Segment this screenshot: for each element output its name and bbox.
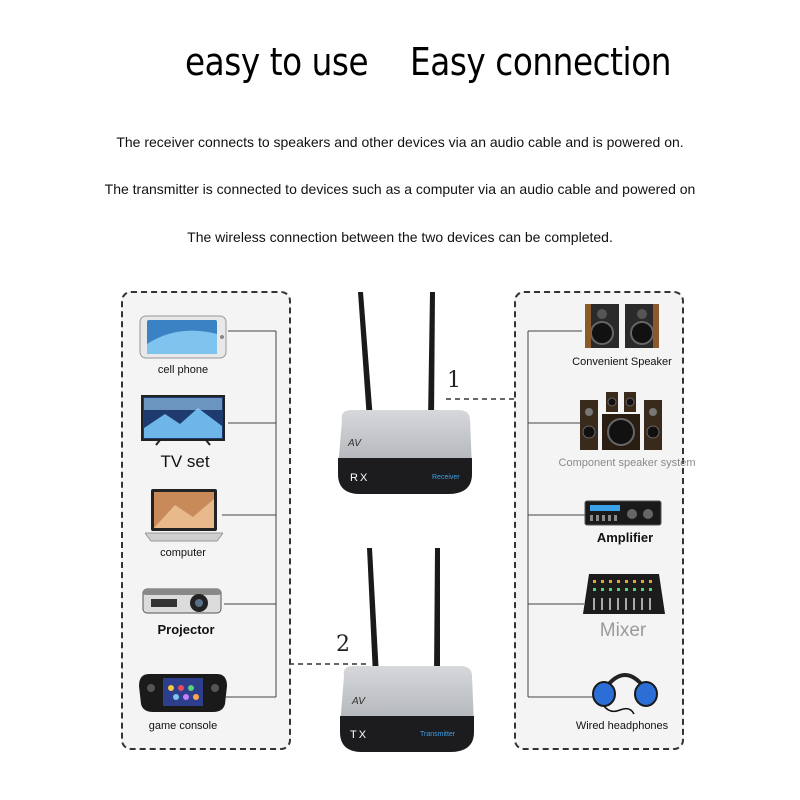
label-amplifier: Amplifier [596,530,654,545]
receiver-brand: AV [347,438,362,449]
description-line-3: The wireless connection between the two … [187,229,613,245]
description-line-1: The receiver connects to speakers and ot… [116,134,684,150]
receiver-device: AV [338,292,472,494]
step-number-2: 2 [336,632,350,657]
transmitter-tag: TX [350,729,369,741]
receiver-label: Receiver [432,474,460,481]
computer-icon [145,489,223,542]
wired-headphones-icon [592,673,658,715]
transmitter-brand: AV [351,696,366,707]
label-mixer: Mixer [599,620,647,641]
description-line-2: The transmitter is connected to devices … [104,181,696,197]
transmitter-label: Transmitter [420,731,456,738]
label-component-speaker-system: Component speaker system [558,457,696,469]
amplifier-icon [584,500,662,526]
cell-phone-icon [139,315,227,359]
game-console-icon [139,674,227,712]
transmitter-device: AV [340,548,474,752]
label-tv-set: TV set [160,452,210,471]
mixer-icon [583,574,665,614]
label-cell-phone: cell phone [157,364,209,376]
label-computer: computer [160,547,206,559]
headline-easy-to-use: easy to use [185,40,369,84]
label-game-console: game console [148,720,218,732]
convenient-speaker-icon [585,304,659,348]
label-convenient-speaker: Convenient Speaker [572,356,672,368]
label-wired-headphones: Wired headphones [575,720,669,732]
headline-easy-connection: Easy connection [410,40,672,84]
projector-icon [142,588,222,614]
receiver-tag: RX [350,472,370,484]
tv-set-icon [141,395,225,446]
step-number-1: 1 [447,368,461,393]
label-projector: Projector [157,622,215,637]
component-speaker-system-icon [580,392,662,450]
